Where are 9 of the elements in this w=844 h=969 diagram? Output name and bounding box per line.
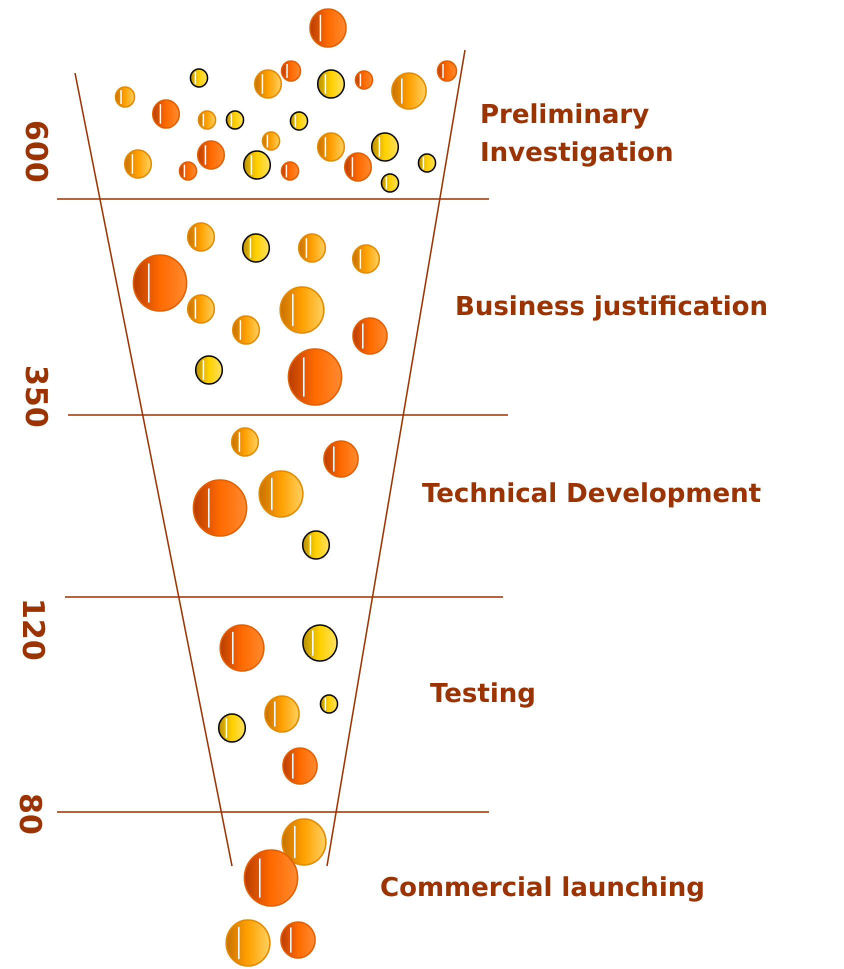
stage-label: Technical Development: [422, 478, 762, 511]
count-label: 80: [12, 793, 46, 835]
count-label: 120: [15, 598, 49, 661]
stage-label: Business justification: [455, 291, 768, 324]
stage-label: Preliminary Investigation: [480, 99, 674, 170]
stage-label: Commercial launching: [380, 872, 705, 905]
count-label: 350: [18, 365, 52, 428]
count-label: 600: [18, 120, 52, 183]
stage-label: Testing: [430, 678, 536, 711]
